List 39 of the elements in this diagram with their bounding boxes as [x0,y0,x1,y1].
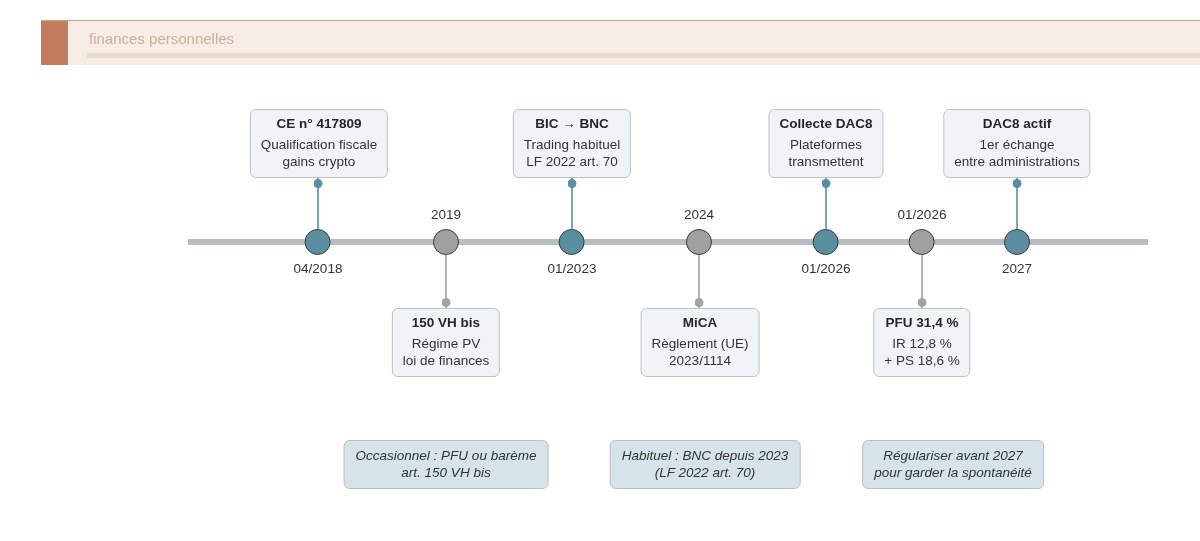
date-label: 04/2018 [293,261,343,277]
summary-note: Occasionnel : PFU ou barème art. 150 VH bis [343,440,549,489]
date-label: 01/2026 [897,207,947,223]
date-label: 2024 [684,207,714,223]
card-text: Trading habituel LF 2022 art. 70 [523,136,621,170]
event-card [873,308,971,377]
stem-line [567,177,577,230]
card-text: IR 12,8 % + PS 18,6 % [884,335,960,369]
event-card [391,308,501,377]
card-text: Régime PV loi de finances [402,335,490,369]
card-text: Qualification fiscale gains crypto [260,136,378,170]
card-title: CE n° 417809 [275,115,363,133]
card-title: 150 VH bis [410,314,482,332]
card-title: DAC8 actif [981,115,1053,133]
date-label: 01/2023 [547,261,597,277]
summary-note: Habituel : BNC depuis 2023 (LF 2022 art. 70) [609,440,801,489]
card-title: PFU 31,4 % [884,314,960,332]
card-title: Collecte DAC8 [779,115,873,133]
date-label: 2019 [431,207,461,223]
event-card [249,109,389,178]
stem-line [1012,177,1022,230]
stem-line [441,254,451,309]
event-card [943,109,1091,178]
event-card [768,109,884,178]
event-card [640,308,760,377]
stem-line [821,177,831,230]
date-label: 01/2026 [801,261,851,277]
event-card [512,109,632,178]
stem-line [694,254,704,309]
date-label: 2027 [1002,261,1032,277]
card-title: MiCA [681,314,719,332]
card-text: Règlement (UE) 2023/1114 [651,335,749,369]
summary-note: Régulariser avant 2027 pour garder la spontanéité [862,440,1044,489]
card-text: 1er échange entre administrations [954,136,1080,170]
stem-line [917,254,927,309]
card-title: BIC → BNC [534,115,610,133]
header-tagline: finances personnelles [89,30,235,47]
card-text: Plateformes transmettent [787,136,865,170]
stem-line [313,177,323,230]
